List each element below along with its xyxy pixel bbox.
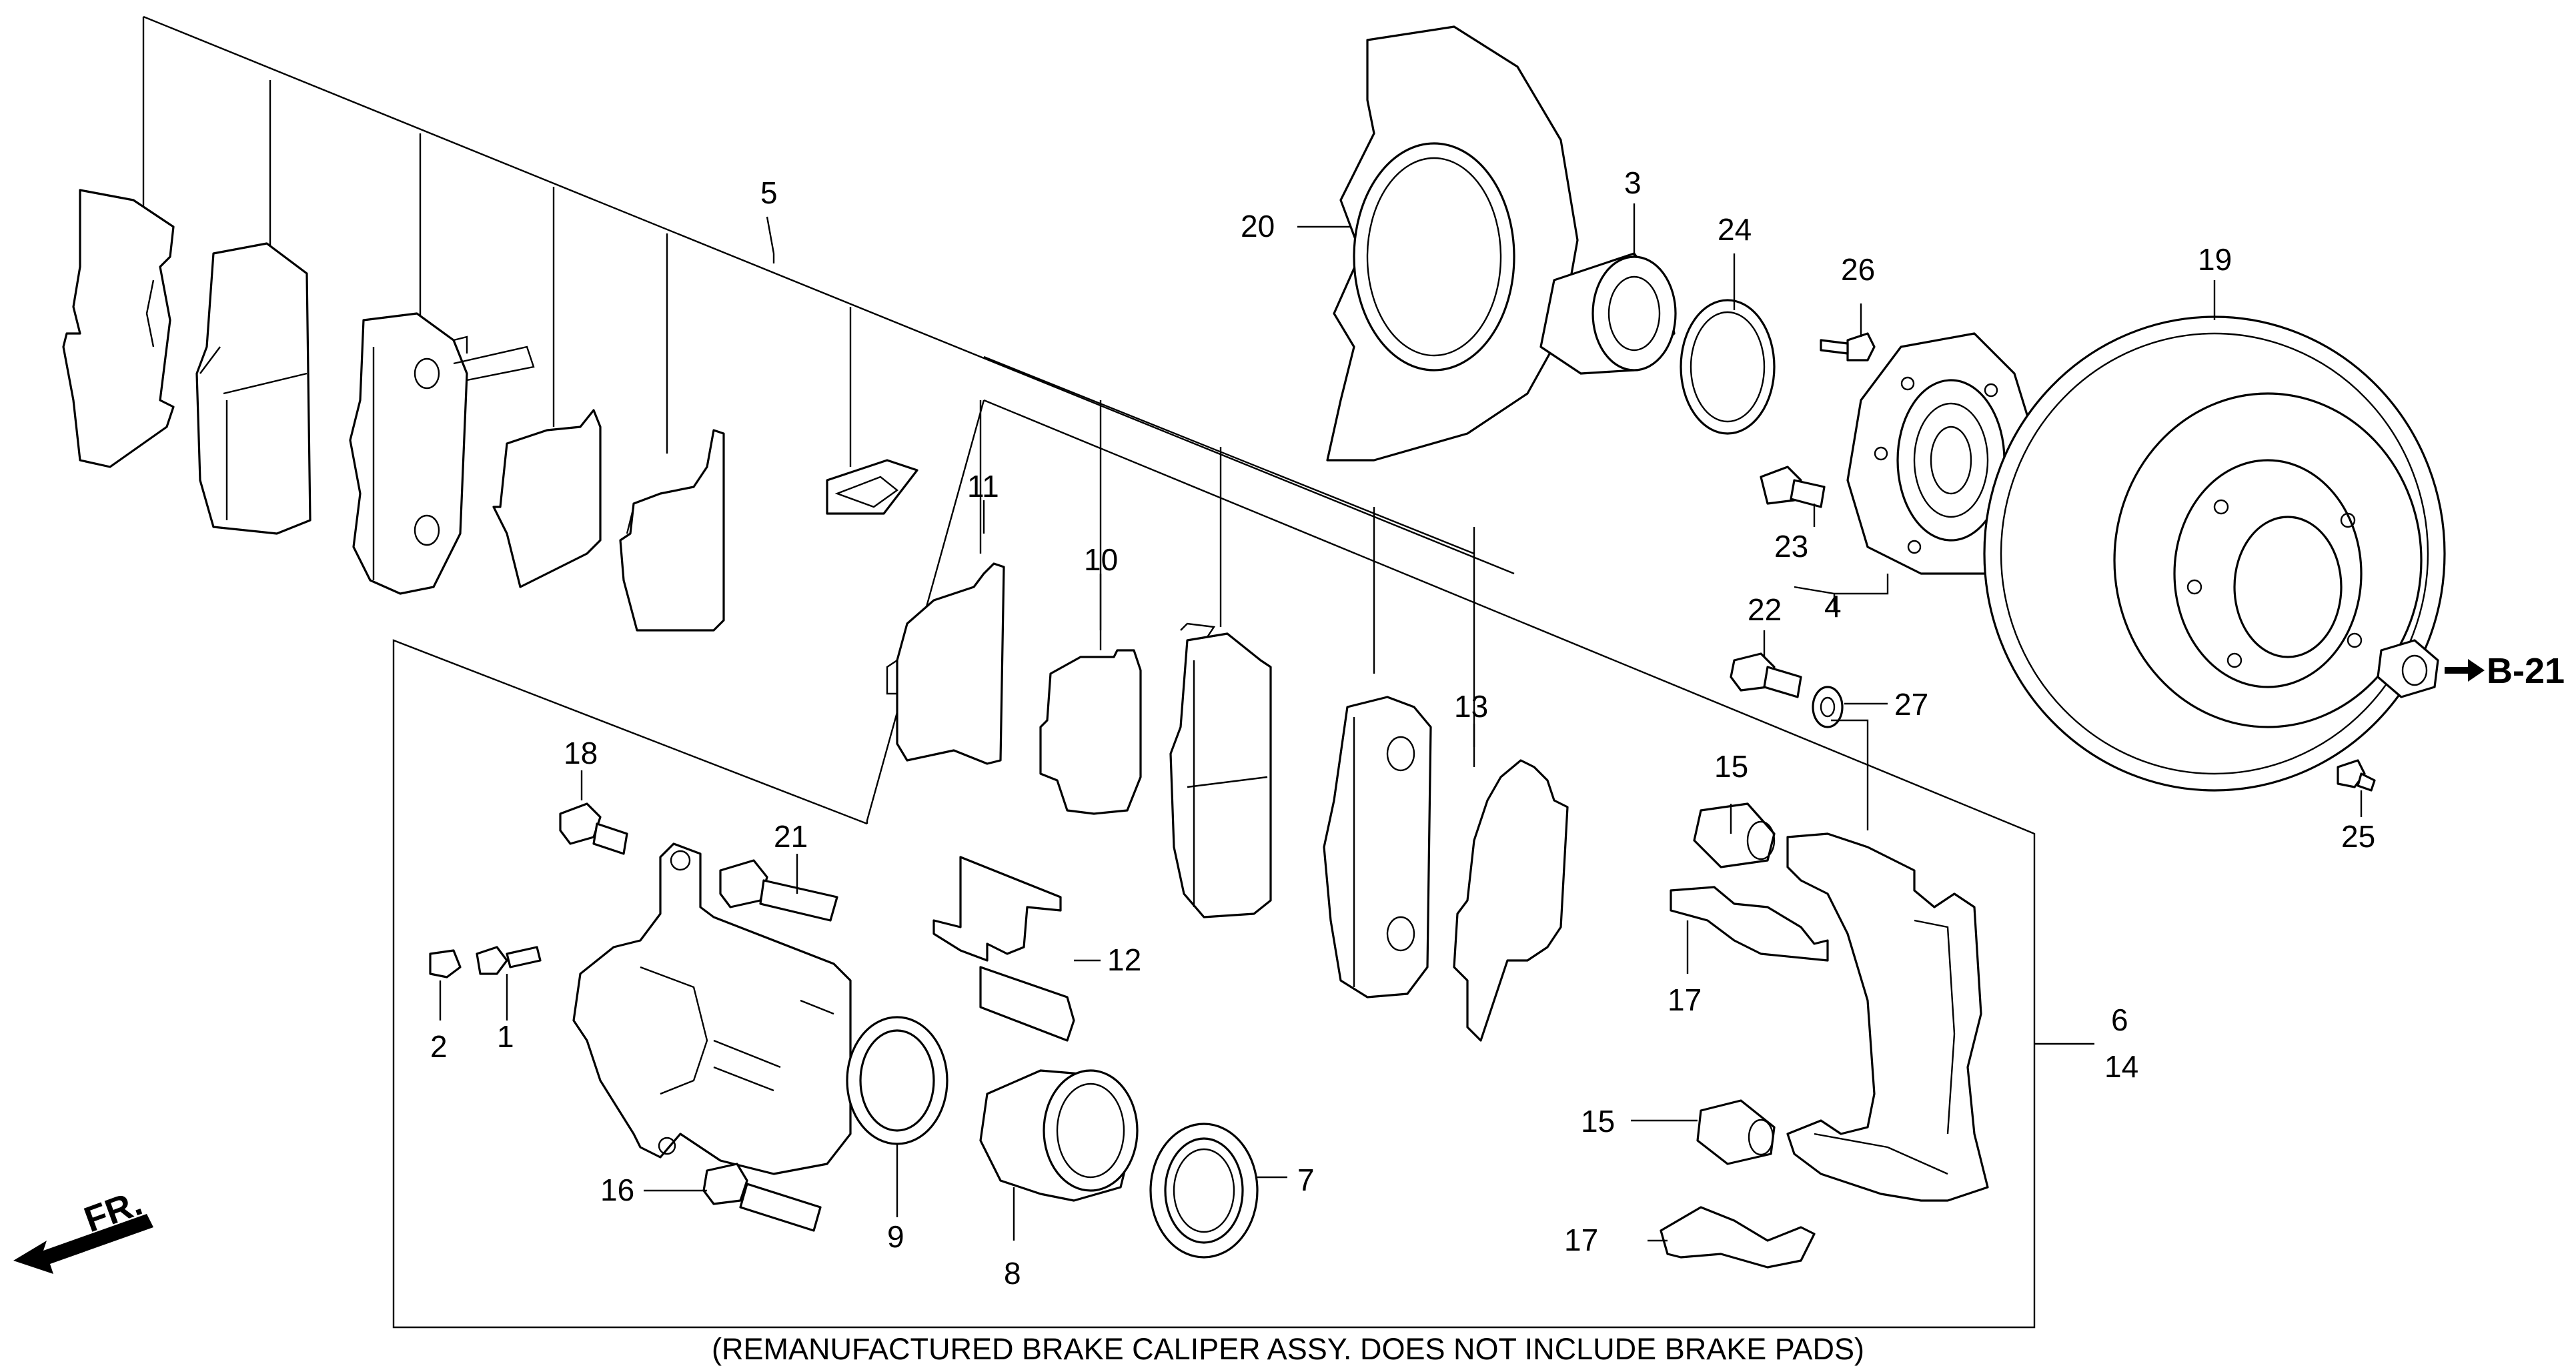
label-10: 10 (1084, 542, 1118, 577)
spring-15-lower (1696, 1099, 1776, 1165)
label-4: 4 (1824, 589, 1842, 624)
label-12: 12 (1107, 942, 1141, 977)
label-21: 21 (774, 819, 808, 854)
label-16: 16 (600, 1173, 634, 1207)
bolt-23 (1760, 466, 1826, 508)
label-3: 3 (1624, 165, 1642, 200)
label-19: 19 (2198, 242, 2232, 277)
spring-15-upper (1693, 802, 1776, 868)
piston-seal-9 (846, 1016, 948, 1145)
pad-kit-bracket-5 (142, 15, 1515, 575)
hub-nut (2377, 639, 2439, 698)
bolt-22 (1730, 652, 1802, 698)
label-6: 6 (2111, 1002, 2128, 1037)
brake-rotor-19 (1983, 315, 2446, 792)
pad-spring-12 (932, 856, 1075, 1042)
washer-27 (1812, 686, 1844, 728)
grease-packet (826, 459, 918, 515)
shim-11 (886, 562, 1005, 765)
label-14: 14 (2104, 1049, 2138, 1084)
label-8: 8 (1004, 1256, 1021, 1291)
brake-pad-inner-1 (1169, 622, 1272, 918)
brake-pad-inner-2 (1323, 696, 1432, 998)
outer-shim-left (62, 189, 175, 468)
label-11: 11 (967, 469, 999, 504)
label-9: 9 (887, 1219, 904, 1254)
label-15b: 15 (1581, 1104, 1615, 1139)
label-22: 22 (1748, 592, 1782, 627)
snap-ring-24 (1680, 299, 1776, 435)
brake-pad-outer-1 (195, 242, 311, 535)
front-direction-arrow: FR. (13, 1183, 153, 1274)
caption: (REMANUFACTURED BRAKE CALIPER ASSY. DOES… (712, 1332, 1864, 1366)
hub-bolt-26 (1820, 332, 1876, 362)
dust-boot-7 (1149, 1123, 1259, 1259)
label-20: 20 (1241, 209, 1275, 243)
retainer-clip-17-lower (1660, 1206, 1816, 1269)
reference-b21: B-21 (2445, 651, 2565, 691)
splash-guard-20 (1326, 25, 1579, 462)
caliper-bracket (1786, 832, 1989, 1202)
bleeder-screw-1 (476, 946, 542, 975)
caliper-body (572, 842, 852, 1175)
label-25: 25 (2341, 819, 2375, 854)
callout-labels: 5 20 3 24 26 19 11 10 23 22 4 13 27 15 1… (430, 165, 2375, 1291)
screw-25 (2337, 759, 2376, 792)
bolt-18 (559, 802, 628, 855)
label-23: 23 (1774, 529, 1808, 564)
pin-21 (719, 859, 838, 922)
label-17a: 17 (1668, 982, 1702, 1017)
label-2: 2 (430, 1029, 448, 1064)
label-17b: 17 (1564, 1223, 1598, 1257)
anti-squeal-shim-1 (492, 409, 602, 588)
label-15a: 15 (1714, 749, 1748, 784)
label-27: 27 (1894, 687, 1928, 722)
reference-label: B-21 (2487, 651, 2565, 691)
retainer-clip-17-upper (1670, 886, 1829, 962)
label-13: 13 (1454, 689, 1488, 724)
label-18: 18 (564, 736, 598, 770)
label-7: 7 (1297, 1163, 1315, 1197)
label-24: 24 (1718, 212, 1752, 247)
label-1: 1 (497, 1019, 514, 1054)
brake-pad-outer-2 (349, 312, 535, 595)
shim-10 (1039, 649, 1142, 815)
label-26: 26 (1841, 252, 1875, 287)
wheel-bearing-3 (1539, 252, 1677, 375)
label-5: 5 (760, 175, 778, 210)
pin-16 (702, 1163, 822, 1232)
anti-squeal-shim-2 (619, 429, 725, 632)
piston-8 (979, 1069, 1139, 1202)
leader-lines (439, 203, 2363, 1242)
shim-13 (1453, 759, 1569, 1042)
bleeder-cap-2 (429, 949, 462, 978)
